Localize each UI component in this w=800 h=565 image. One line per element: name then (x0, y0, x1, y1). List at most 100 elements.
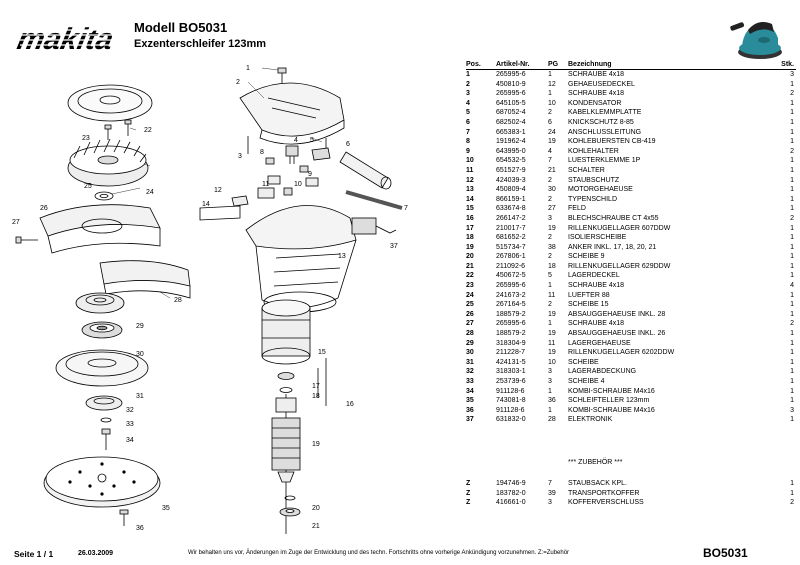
cell: 267164-5 (496, 301, 526, 309)
cell: 3 (790, 406, 794, 414)
cell: 631832-0 (496, 416, 526, 424)
cell: 645105-5 (496, 99, 526, 107)
cell: 1 (790, 128, 794, 136)
part-35-sanding-pad (43, 456, 161, 508)
cell: SCHEIBE 15 (568, 301, 609, 309)
cell: 1 (790, 358, 794, 366)
cell: 682502-4 (496, 118, 526, 126)
cell: SCHRAUBE 4x18 (568, 71, 625, 78)
cell: 643995-0 (496, 147, 526, 155)
cell: 2 (548, 301, 552, 309)
cell: RILLENKUGELLAGER 607DDW (568, 224, 671, 232)
callout-31: 31 (136, 393, 144, 400)
part-31-disc (55, 349, 149, 387)
cell: 34 (466, 387, 474, 395)
part-13-motor-housing (245, 205, 357, 313)
cell: 17 (466, 224, 474, 232)
cell: 265995-6 (496, 320, 526, 328)
callout-27: 27 (12, 219, 20, 226)
cell: SCHEIBE 4 (568, 378, 605, 385)
cell: 1 (548, 282, 552, 290)
cell: SCHRAUBE 4x18 (568, 90, 625, 98)
callout-19: 19 (312, 441, 320, 448)
callout-8: 8 (260, 149, 264, 156)
cell: 1 (790, 176, 794, 184)
cell: 1 (790, 387, 794, 395)
cell: 1 (790, 243, 794, 251)
part-14-nameplate (199, 205, 241, 221)
cell: 3 (548, 499, 552, 507)
cell: 241673-2 (496, 291, 526, 299)
cell: SCHEIBE (568, 358, 599, 366)
makita-logo: makita (14, 23, 124, 56)
cell: 30 (466, 349, 474, 357)
cell: STAUBSCHUTZ (568, 176, 620, 184)
cell: 4 (466, 99, 470, 107)
cell: TYPENSCHILD (568, 195, 618, 203)
cell: 1 (790, 368, 794, 376)
cell: 25 (466, 301, 474, 309)
cell: Z (466, 480, 471, 487)
cell: 12 (548, 80, 556, 88)
part-26-dust-housing (39, 204, 161, 254)
cell: 2 (548, 109, 552, 117)
cell: 651527-9 (496, 166, 526, 174)
cell: LAGERABDECKUNG (568, 368, 637, 376)
callout-29: 29 (136, 323, 144, 330)
cell: 7 (548, 480, 552, 487)
part-29-bearing-housing (75, 292, 125, 314)
part-18-insulating-washer (279, 387, 293, 393)
cell: KOMBI-SCHRAUBE M4x16 (568, 406, 655, 414)
cell: 450672-5 (496, 272, 526, 280)
cell: 7 (548, 157, 552, 165)
callout-5: 5 (310, 137, 314, 144)
cell: FELD (568, 205, 586, 213)
cell: 32 (466, 368, 474, 376)
cell: 27 (466, 320, 474, 328)
cell: 1 (790, 339, 794, 347)
cell: 2 (548, 176, 552, 184)
disclaimer-note: Wir behalten uns vor, Änderungen im Zuge… (188, 550, 570, 556)
cell: 15 (466, 205, 474, 213)
part-16-screws (317, 358, 327, 406)
cell: 1 (790, 157, 794, 165)
cell: 6 (548, 118, 552, 126)
callout-1: 1 (246, 65, 250, 72)
cell: 16 (466, 214, 474, 222)
cell: 1 (790, 99, 794, 107)
cell: GEHAEUSEDECKEL (568, 80, 635, 88)
cell: LAGERGEHAEUSE (568, 339, 631, 347)
part-4-capacitor (285, 145, 299, 164)
cell: KOHLEBUERSTEN CB-419 (568, 138, 656, 146)
cell: 28 (466, 330, 474, 338)
cell: 633674-8 (496, 205, 526, 213)
cell: 2 (548, 234, 552, 242)
cell: 2 (790, 320, 794, 328)
cell: Z (466, 499, 471, 507)
cell: 38 (548, 243, 556, 251)
cell: 2 (790, 147, 794, 155)
cell: 266147-2 (496, 214, 526, 222)
cell: 866159-1 (496, 195, 526, 203)
cell: 11 (466, 166, 474, 174)
part-6-strain-relief (339, 151, 392, 190)
cell: 36 (548, 397, 556, 405)
cell: 515734-7 (496, 243, 526, 251)
cell: 1 (790, 416, 794, 424)
cell: SCHALTER (568, 166, 605, 174)
cell: 1 (548, 71, 552, 78)
part-30-bearing (81, 321, 123, 339)
